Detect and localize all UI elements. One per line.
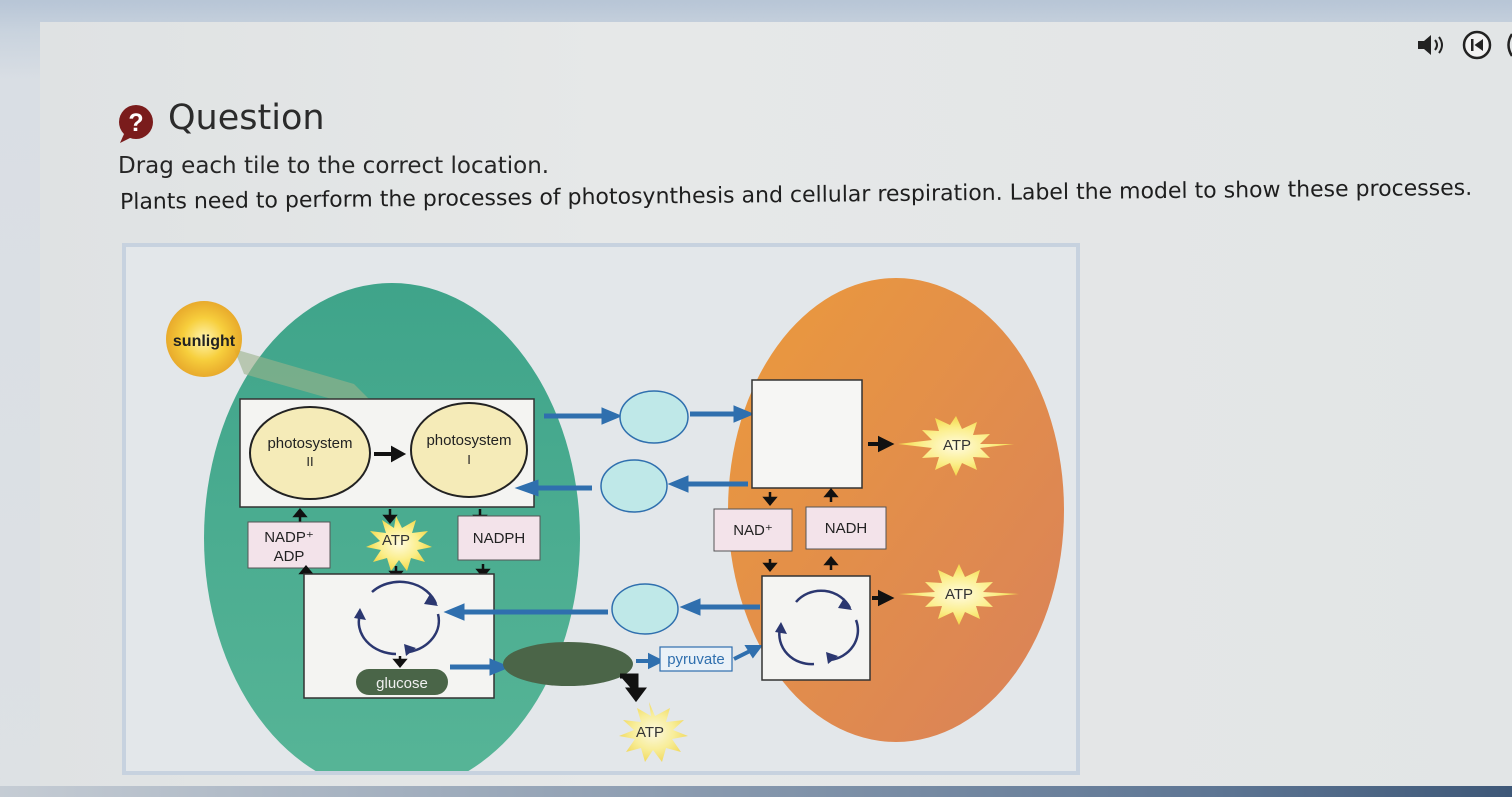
nad-plus-tile [713, 508, 793, 552]
photosystem-i-label-1: photosystem [426, 432, 511, 449]
arrow-krebs-to-zone3 [679, 598, 760, 616]
nadh-label: NADH [825, 520, 868, 537]
diagram: sunlight photosystem II photosystem I NA… [166, 278, 1064, 771]
arrow-down-calvin-2 [475, 564, 491, 578]
glycolysis-drop-zone[interactable] [503, 642, 633, 686]
arrow-glucose-to-glycolysis [450, 658, 511, 676]
arrow-down-glucose [392, 656, 408, 668]
svg-text:?: ? [128, 109, 143, 137]
arrow-zone1-to-etc [690, 405, 755, 423]
question-title: Question [168, 98, 325, 138]
sunlight-ray [234, 349, 384, 414]
photosystem-i-label-2: I [467, 452, 471, 467]
glucose-label: glucose [376, 675, 428, 692]
menu-icon[interactable] [1504, 32, 1512, 58]
photosystem-i [410, 402, 528, 498]
arrow-ps-to-zone1 [544, 407, 623, 425]
adp-label: ADP [274, 548, 305, 565]
arrow-to-atp-bottom [620, 673, 647, 703]
speaker-icon[interactable] [1416, 33, 1450, 57]
drop-zone-1[interactable] [619, 390, 689, 444]
krebs-arrowhead-1 [838, 598, 852, 610]
arrow-zone2-to-ps [514, 479, 592, 497]
atp-label-bottom: ATP [636, 724, 664, 741]
arrow-down-krebs [762, 559, 778, 572]
nadp-adp-tile [247, 521, 331, 569]
arrow-down-atp [382, 509, 398, 524]
diagram-frame: sunlight photosystem II photosystem I NA… [122, 243, 1080, 775]
arrow-etc-to-zone2 [667, 475, 748, 493]
arrow-etc-to-atp [868, 435, 895, 453]
arrow-pyruvate-to-krebs [733, 645, 763, 661]
glucose-tile [356, 669, 448, 695]
restart-icon[interactable] [1462, 30, 1492, 60]
nadph-tile [457, 515, 541, 561]
drop-zone-square[interactable] [751, 379, 863, 489]
cycle-arrowhead-1 [424, 594, 438, 606]
atp-label-left: ATP [382, 532, 410, 549]
photosystem-ii-label-1: photosystem [267, 435, 352, 452]
instruction-text: Drag each tile to the correct location. [118, 153, 550, 179]
sunlight-label: sunlight [173, 333, 236, 350]
arrow-zone3-to-calvin [443, 603, 608, 621]
nadh-tile [805, 506, 887, 550]
calvin-cycle-icon [357, 580, 441, 656]
sun-icon [166, 301, 242, 377]
krebs-arrowhead-3 [775, 622, 787, 634]
nadph-label: NADPH [473, 530, 526, 547]
arrow-down-nad [762, 492, 778, 506]
cycle-arrowhead-3 [354, 608, 366, 620]
ps-arrow [374, 445, 407, 463]
atp-label-mid-right: ATP [945, 586, 973, 603]
pyruvate-tile [659, 646, 733, 672]
pyruvate-label: pyruvate [667, 651, 725, 668]
arrow-up-nadh [823, 488, 839, 502]
bottom-bar [0, 786, 1512, 797]
atp-burst-left [366, 516, 432, 571]
photosystem-ii [249, 406, 371, 500]
atp-burst-top-right [898, 416, 1014, 476]
krebs-arrowhead-2 [826, 652, 838, 664]
help-icon: ? [119, 105, 153, 143]
nad-plus-label: NAD⁺ [733, 522, 773, 539]
arrow-to-pyruvate [636, 652, 665, 670]
drop-zone-3[interactable] [611, 583, 679, 635]
atp-burst-mid-right [899, 564, 1019, 625]
arrow-up-krebs [823, 556, 839, 570]
atp-burst-bottom [619, 702, 688, 762]
top-toolbar [1410, 30, 1512, 60]
photosystem-ii-label-2: II [306, 454, 313, 469]
drop-zone-2[interactable] [600, 459, 668, 513]
cycle-arrowhead-2 [404, 644, 416, 656]
arrow-krebs-to-atp [872, 589, 895, 607]
nadp-label: NADP⁺ [264, 529, 314, 546]
atp-label-top-right: ATP [943, 437, 971, 454]
